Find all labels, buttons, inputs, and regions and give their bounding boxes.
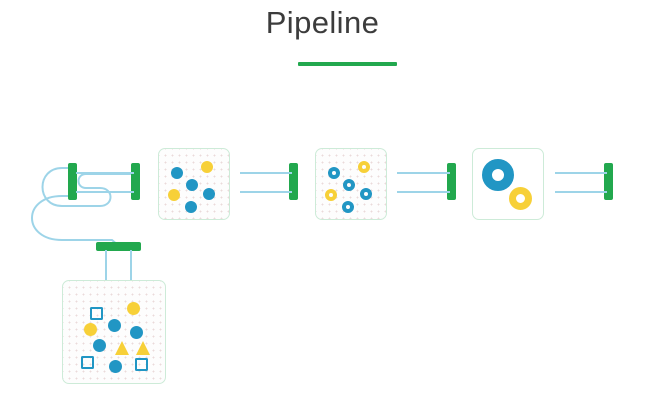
- pipe-segment-inlet-top: [76, 172, 134, 174]
- flange-outlet: [604, 163, 613, 200]
- shape-dot: [185, 201, 197, 213]
- shape-ring: [358, 161, 370, 173]
- shape-triangle: [136, 338, 150, 355]
- shape-ring: [482, 159, 514, 191]
- pipe-segment-1-bottom: [240, 191, 292, 193]
- pipe-segment-2-bottom: [397, 191, 450, 193]
- shape-square: [135, 358, 148, 371]
- shape-square: [90, 307, 103, 320]
- shape-dot: [203, 188, 215, 200]
- shape-dot: [168, 189, 180, 201]
- shape-dot: [201, 161, 213, 173]
- sample-box-raw: [62, 280, 166, 384]
- pipe-segment-outlet-top: [555, 172, 607, 174]
- flange-stage1-in: [131, 163, 140, 200]
- pipe-segment-2-top: [397, 172, 450, 174]
- flange-inlet: [68, 163, 77, 200]
- hopper-leg-right: [130, 250, 132, 280]
- shape-dot: [93, 339, 106, 352]
- shape-ring: [509, 187, 532, 210]
- shape-ring: [360, 188, 372, 200]
- sample-box-stage1: [158, 148, 230, 220]
- shape-dot: [171, 167, 183, 179]
- shape-ring: [343, 179, 355, 191]
- pipe-segment-outlet-bottom: [555, 191, 607, 193]
- shape-ring: [342, 201, 354, 213]
- shape-dot: [84, 323, 97, 336]
- page-title: Pipeline: [265, 5, 380, 40]
- shape-dot: [130, 326, 143, 339]
- flange-hopper: [96, 242, 141, 251]
- shape-ring: [328, 167, 340, 179]
- sample-box-stage3: [472, 148, 544, 220]
- flange-stage2-out: [447, 163, 456, 200]
- pipe-segment-1-top: [240, 172, 292, 174]
- shape-dot: [127, 302, 140, 315]
- title-underline: [298, 62, 397, 66]
- shape-triangle: [115, 338, 129, 355]
- pipe-segment-inlet-bottom: [76, 191, 134, 193]
- shape-dot: [108, 319, 121, 332]
- flange-stage1-out: [289, 163, 298, 200]
- sample-box-stage2: [315, 148, 387, 220]
- shape-dot: [186, 179, 198, 191]
- hopper-leg-left: [105, 250, 107, 280]
- shape-dot: [109, 360, 122, 373]
- shape-ring: [325, 189, 337, 201]
- shape-square: [81, 356, 94, 369]
